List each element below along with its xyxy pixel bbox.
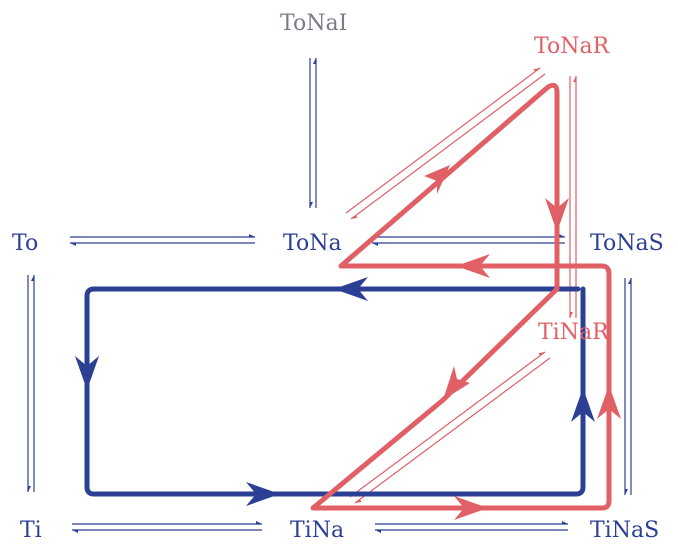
state-tona: ToNa bbox=[283, 231, 342, 256]
blue-arrowhead-left bbox=[75, 356, 99, 390]
eq-to-tona bbox=[70, 234, 255, 246]
eq-tina-tinas bbox=[375, 521, 568, 533]
state-tinas: TiNaS bbox=[590, 518, 659, 543]
eq-tona-tonas bbox=[372, 234, 565, 246]
eq-tina-tinar bbox=[349, 351, 551, 504]
state-to: To bbox=[12, 231, 38, 256]
red-arrowhead-diag-down bbox=[443, 366, 470, 400]
eq-to-ti bbox=[27, 275, 35, 492]
red-arrowhead-tonar-down bbox=[545, 198, 569, 232]
eq-tonai-tona bbox=[309, 58, 317, 208]
blue-arrowhead-right bbox=[571, 388, 595, 422]
blue-cycle bbox=[75, 277, 595, 506]
state-tonai: ToNaI bbox=[280, 11, 347, 36]
state-labels: To ToNa ToNaS ToNaI ToNaR Ti TiNa TiNaS … bbox=[12, 11, 664, 543]
eq-tonas-tinas bbox=[624, 278, 632, 495]
blue-arrowhead-bottom bbox=[246, 482, 280, 506]
blue-cycle-path bbox=[84, 286, 586, 497]
red-cycle bbox=[310, 82, 621, 520]
eq-tona-tonar bbox=[345, 67, 546, 220]
red-arrowhead-right-up bbox=[597, 385, 621, 419]
eq-tonar-tinar bbox=[569, 76, 577, 318]
state-ti: Ti bbox=[20, 518, 42, 543]
state-tinar: TiNaR bbox=[538, 320, 610, 345]
red-arrowhead-bottom bbox=[454, 496, 488, 520]
blue-arrowhead-top bbox=[334, 277, 368, 301]
eq-ti-tina bbox=[72, 521, 262, 533]
red-cycle-path bbox=[310, 82, 612, 511]
red-arrowhead-diag-up bbox=[424, 165, 450, 194]
equilibrium-arrows bbox=[27, 58, 632, 533]
red-arrowhead-top-left bbox=[456, 254, 490, 278]
state-tonas: ToNaS bbox=[590, 231, 664, 256]
state-tonar: ToNaR bbox=[534, 34, 611, 59]
state-tina: TiNa bbox=[290, 518, 344, 543]
